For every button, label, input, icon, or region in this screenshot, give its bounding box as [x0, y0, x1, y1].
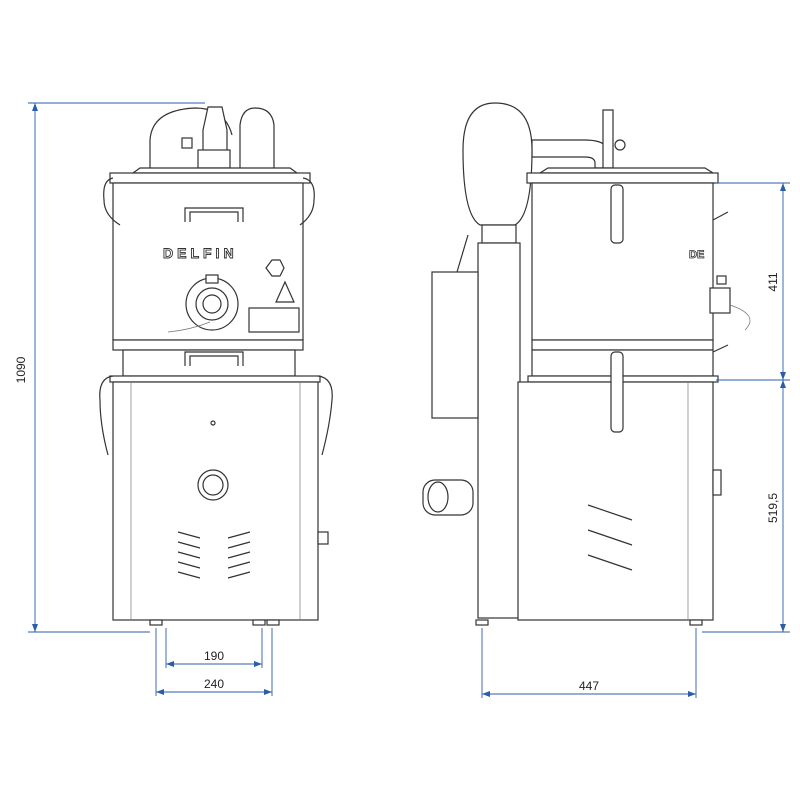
side-valve-knob: [614, 139, 626, 151]
side-handles: [712, 211, 729, 353]
delfin-logo: DELFIN: [163, 245, 238, 261]
side-box: [431, 271, 479, 419]
front-lower-ring: [122, 349, 296, 377]
front-base-rim: [109, 375, 321, 383]
side-lid: [526, 172, 719, 184]
side-inlet: [709, 287, 731, 314]
side-bulb-neck: [481, 224, 517, 244]
front-lid-top: [131, 167, 299, 174]
front-foot-left: [149, 619, 163, 626]
side-valve: [602, 109, 614, 169]
front-motor-block: [197, 149, 231, 169]
front-knob: [181, 137, 193, 149]
side-strut: [456, 234, 469, 273]
side-inlet-knob: [716, 275, 727, 285]
dimension-519-5: 519,5: [702, 380, 790, 633]
dimension-190: 190: [165, 628, 263, 668]
inlet-ring: [195, 287, 229, 321]
indicator-hole: [210, 420, 216, 426]
front-lower-handle: [184, 351, 244, 366]
side-vent-slots: [587, 504, 633, 571]
front-band: [112, 339, 304, 351]
inlet-knob: [205, 274, 219, 284]
cable-gland: [317, 531, 329, 545]
dim-label-240: 240: [204, 677, 224, 691]
front-view: DELFIN: [99, 106, 333, 626]
front-handle-loop: [239, 107, 275, 168]
side-hose-opening: [427, 481, 449, 513]
side-filter-bulb: [462, 102, 533, 226]
dimension-447: 447: [481, 628, 697, 698]
dimension-411: 411: [716, 182, 790, 381]
dim-label-1090: 1090: [14, 356, 28, 383]
inlet-cable: [167, 321, 211, 333]
front-lid: [109, 172, 311, 184]
side-elbow-pipe: [531, 139, 613, 169]
side-clamp-upper: [610, 184, 624, 244]
main-switch: [197, 469, 229, 501]
nameplate: [248, 307, 300, 333]
triangle-label: [275, 280, 295, 303]
switch-ring: [202, 474, 224, 496]
front-foot-right: [266, 619, 280, 626]
side-foot-right: [689, 619, 703, 626]
front-vent-slots: [177, 531, 251, 579]
front-base-clamps: [99, 375, 333, 456]
side-clamp-lower: [610, 351, 624, 433]
dim-label-411: 411: [766, 272, 780, 291]
front-base-cabinet: [112, 381, 319, 621]
side-switch: [712, 469, 722, 496]
side-inlet-cable: [729, 304, 751, 331]
front-side-clamps: [103, 177, 315, 226]
side-view: DE: [422, 102, 751, 626]
front-upper-handle: [184, 207, 244, 222]
dim-label-519-5: 519,5: [766, 493, 780, 523]
dimension-240: 240: [155, 628, 273, 696]
dimension-1090: 1090: [14, 102, 205, 633]
side-band: [531, 339, 714, 351]
side-lid-top: [537, 167, 716, 174]
side-logo: DE: [689, 249, 704, 261]
front-foot-mid: [252, 619, 266, 626]
dim-label-447: 447: [579, 679, 599, 693]
hexagon-label: [265, 259, 285, 277]
front-container: [112, 182, 304, 341]
dim-label-190: 190: [204, 649, 224, 663]
side-foot-left: [475, 619, 489, 626]
side-cylinder: [477, 242, 521, 619]
inlet-core: [202, 294, 222, 314]
